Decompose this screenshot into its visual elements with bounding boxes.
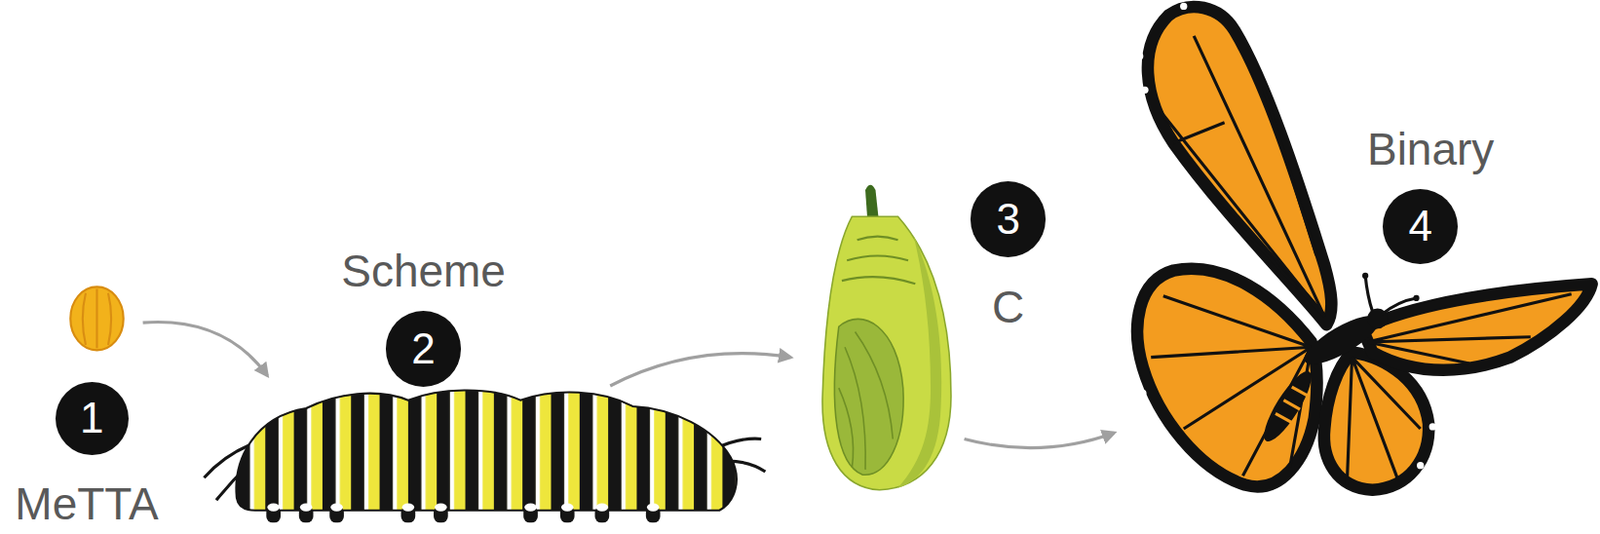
leg-pad [561, 502, 574, 511]
right-forewing [1362, 283, 1593, 370]
stage-arrow [609, 353, 791, 386]
antenna-tip [1362, 272, 1369, 279]
left-forewing [1147, 6, 1332, 325]
abdomen-stripes [1275, 386, 1309, 423]
caterpillar [203, 389, 765, 523]
wing-veins [1150, 296, 1311, 476]
wing-dot [1141, 86, 1148, 94]
butterfly [1136, 2, 1593, 491]
chrysalis-wing [834, 318, 904, 475]
stage-marker: 1MeTTA [55, 381, 129, 456]
chrysalis-rings [841, 236, 915, 285]
callout-number: 2 [385, 310, 461, 386]
egg [70, 286, 123, 350]
stage-label: Binary [1367, 125, 1494, 173]
wing-dot [1136, 52, 1143, 60]
wing-veins [1346, 357, 1420, 486]
stage-arrow [143, 321, 268, 376]
left-hindwing [1137, 268, 1317, 488]
leg-pad [647, 502, 660, 511]
stage-marker: Binary4 [1382, 189, 1458, 265]
callout-number: 4 [1382, 189, 1458, 265]
stage-arrow [964, 432, 1115, 448]
leg-pad [300, 502, 313, 511]
stage-label: Scheme [341, 247, 506, 295]
stage-label: C [991, 283, 1025, 331]
abdomen [1257, 365, 1320, 447]
antenna-tip [1412, 295, 1419, 302]
leg-pad [402, 502, 416, 511]
chrysalis-stem [865, 185, 879, 220]
stage-label: MeTTA [14, 480, 158, 528]
leg-pad [434, 502, 448, 511]
stage-marker: 3C [970, 181, 1046, 257]
egg-ridges [82, 289, 112, 349]
wing-dot [1416, 461, 1424, 469]
leg-pad [524, 502, 537, 511]
chrysalis [822, 185, 952, 491]
leg-pad [330, 502, 343, 511]
leg-pads [266, 502, 659, 511]
leg-pad [596, 502, 610, 511]
wing-dot [1200, 471, 1208, 479]
wing-dot [1161, 433, 1169, 441]
chrysalis-body [822, 216, 952, 491]
chrysalis-band [898, 234, 943, 489]
stage-marker: Scheme2 [385, 310, 461, 386]
callout-number: 3 [970, 181, 1046, 257]
leg-pad [266, 502, 280, 511]
antennae [1365, 275, 1416, 315]
wing-dot [1180, 2, 1187, 10]
wing-veins [1161, 36, 1326, 317]
wing-dot [1429, 422, 1437, 430]
chrysalis-veins [838, 331, 894, 469]
callout-number: 1 [55, 381, 129, 456]
egg-shell [70, 286, 123, 350]
wing-dot [1139, 389, 1146, 397]
caterpillar-body [235, 389, 736, 510]
